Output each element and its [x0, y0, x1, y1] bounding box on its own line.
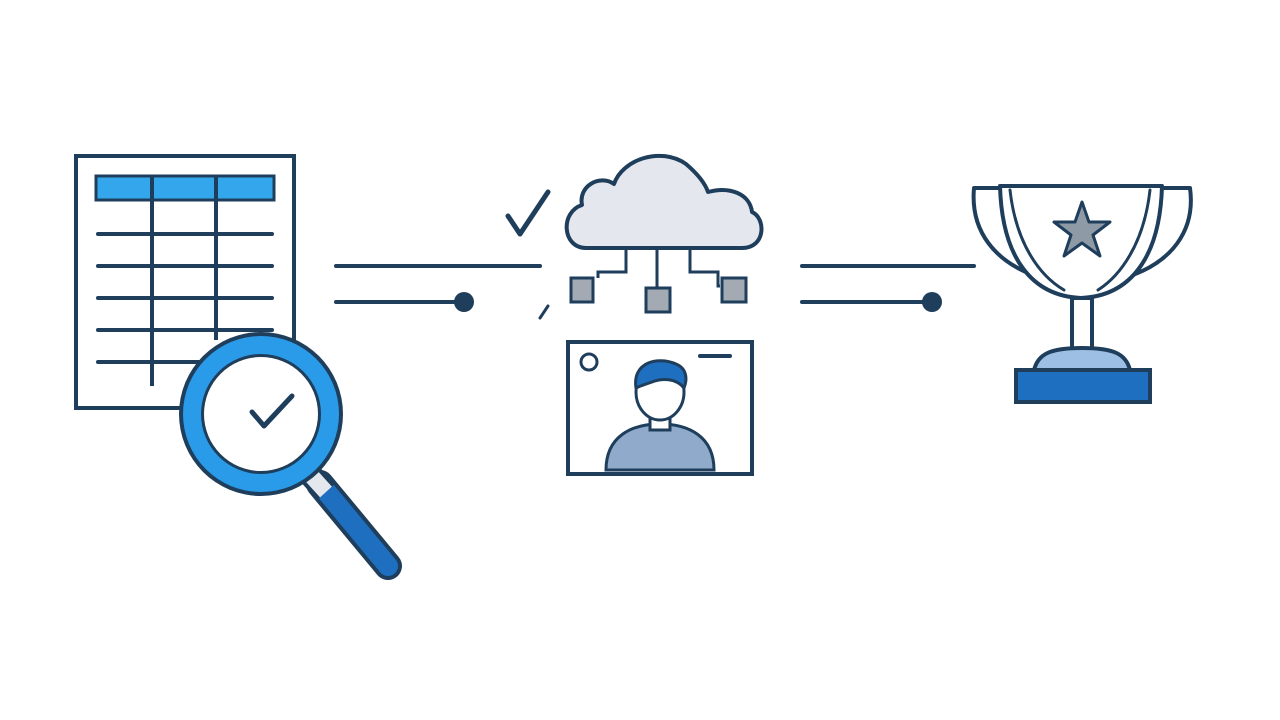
spreadsheet-rows	[96, 232, 274, 364]
spreadsheet-with-magnifier-icon	[74, 154, 402, 580]
cloud-network-with-profile-icon	[505, 153, 764, 476]
connector-1	[334, 264, 542, 312]
trophy-icon	[971, 184, 1193, 404]
avatar-icon	[604, 359, 716, 472]
check-icon	[249, 393, 295, 429]
cloud-icon	[564, 153, 764, 250]
network-node	[720, 276, 748, 304]
trophy-base-top	[1032, 346, 1132, 372]
card-dot-icon	[579, 352, 599, 372]
trophy-base	[1014, 368, 1152, 404]
network-node	[644, 286, 672, 314]
checkmark-icon	[505, 189, 551, 237]
network-nodes	[569, 276, 748, 314]
trophy-stem	[1070, 296, 1094, 352]
profile-card-icon	[566, 340, 754, 476]
network-links	[596, 248, 720, 288]
trophy-inner-line	[1008, 188, 1152, 292]
spreadsheet-header-bar	[94, 174, 276, 202]
magnifier-icon	[179, 332, 402, 580]
connector-2	[800, 264, 976, 312]
network-node	[569, 276, 595, 304]
spreadsheet-icon	[74, 154, 296, 410]
star-icon	[1052, 200, 1112, 258]
spreadsheet-columns	[150, 176, 218, 386]
